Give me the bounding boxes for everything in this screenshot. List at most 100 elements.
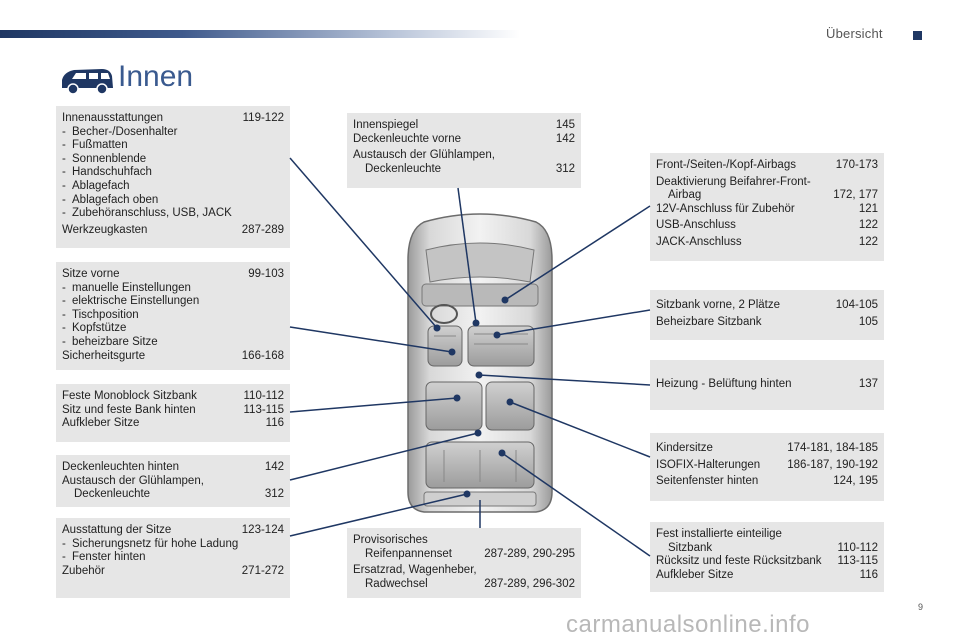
list-item: Fußmatten (72, 139, 128, 152)
list-item: Ablagefach oben (72, 193, 159, 206)
box-reifenpanne: Provisorisches Reifenpannenset 287-289, 2… (347, 528, 581, 598)
label: Deaktivierung Beifahrer-Front- (656, 175, 811, 188)
label: Airbag (668, 189, 702, 202)
label: Zubehör (62, 564, 105, 577)
label: Innenausstattungen (62, 112, 164, 124)
page-ref: 113-115 (837, 555, 879, 568)
box-deckenleuchten-hinten: Deckenleuchten hinten 142 Austausch der G… (56, 455, 290, 507)
label: Aufkleber Sitze (62, 417, 140, 430)
label: Austausch der Glühlampen, (62, 474, 204, 487)
label: Sicherheitsgurte (62, 349, 146, 362)
box-fest-sitzbank: Fest installierte einteilige Sitzbank 110… (650, 522, 884, 592)
list-item: Sonnenblende (72, 152, 147, 165)
box-kindersitze: Kindersitze 174-181, 184-185 ISOFIX-Halte… (650, 433, 884, 501)
page-number: 9 (918, 602, 924, 612)
page-ref: 110-112 (243, 390, 285, 402)
label: 12V-Anschluss für Zubehör (656, 202, 795, 215)
box-airbags: Front-/Seiten-/Kopf-Airbags 170-173 Deakt… (650, 153, 884, 261)
label: Beheizbare Sitzbank (656, 315, 762, 328)
page-ref: 105 (858, 315, 878, 328)
page-ref: 174-181, 184-185 (787, 442, 878, 454)
label: USB-Anschluss (656, 219, 736, 232)
box-heizung: Heizung - Belüftung hinten 137 (650, 360, 884, 410)
box-monoblock: Feste Monoblock Sitzbank 110-112 Sitz und… (56, 384, 290, 442)
front-seat-driver (427, 325, 463, 367)
label: Austausch der Glühlampen, (353, 149, 495, 162)
label: Innenspiegel (353, 119, 419, 131)
list-item: Sicherungsnetz für hohe Ladung (72, 537, 239, 550)
label: Sitzbank vorne, 2 Plätze (656, 299, 781, 311)
label: Deckenleuchte vorne (353, 132, 462, 145)
header-bar (0, 30, 520, 38)
label: Fest installierte einteilige (656, 528, 782, 540)
van-interior-diagram (407, 213, 553, 513)
page-ref: 172, 177 (833, 189, 878, 202)
page-ref: 142 (264, 461, 284, 473)
list-item: Kopfstütze (72, 322, 127, 335)
page-ref: 170-173 (835, 159, 878, 171)
page-ref: 312 (555, 162, 575, 175)
header-title: Übersicht (826, 26, 883, 41)
header-square-mark (913, 31, 922, 40)
list-item: Ablagefach (72, 179, 130, 192)
list-item: manuelle Einstellungen (72, 281, 191, 294)
label: Deckenleuchte (74, 488, 151, 501)
label: Deckenleuchte (365, 162, 442, 175)
label: Sitze vorne (62, 268, 120, 280)
page-ref: 110-112 (837, 541, 879, 554)
label: Feste Monoblock Sitzbank (62, 390, 197, 402)
box-innenspiegel: Innenspiegel 145 Deckenleuchte vorne 142 A… (347, 113, 581, 188)
page-ref: 186-187, 190-192 (787, 458, 878, 471)
page-ref: 116 (265, 417, 284, 430)
box-sitzbank-vorne: Sitzbank vorne, 2 Plätze 104-105 Beheizba… (650, 290, 884, 340)
label: ISOFIX-Halterungen (656, 458, 761, 471)
page-ref: 121 (858, 202, 878, 215)
page-ref: 99-103 (248, 268, 284, 280)
label: Heizung - Belüftung hinten (656, 378, 792, 390)
label: Radwechsel (365, 577, 428, 590)
page-ref: 116 (859, 568, 878, 581)
label: Sitzbank (668, 541, 713, 554)
label: JACK-Anschluss (656, 235, 742, 248)
page-ref: 123-124 (241, 524, 284, 536)
label: Ersatzrad, Wagenheber, (353, 564, 477, 577)
page-ref: 122 (858, 235, 878, 248)
page-ref: 124, 195 (833, 475, 878, 488)
label: Reifenpannenset (365, 547, 452, 560)
page-ref: 142 (555, 132, 575, 145)
page-ref: 145 (555, 119, 575, 131)
page-heading: Innen (118, 60, 194, 93)
trunk (423, 491, 537, 507)
page-ref: 287-289, 290-295 (484, 547, 575, 560)
label: Rücksitz und feste Rücksitzbank (656, 555, 822, 568)
list-item: Handschuhfach (72, 166, 152, 179)
middle-seat-right (485, 381, 535, 431)
label: Front-/Seiten-/Kopf-Airbags (656, 159, 796, 171)
list-item: Zubehöranschluss, USB, JACK (72, 207, 232, 220)
label: Sitz und feste Bank hinten (62, 403, 196, 416)
label: Kindersitze (656, 442, 713, 454)
list-item: Tischposition (72, 308, 139, 321)
page-ref: 113-115 (243, 403, 285, 416)
label: Provisorisches (353, 534, 428, 546)
list-item: Fenster hinten (72, 551, 146, 564)
label: Deckenleuchten hinten (62, 461, 179, 473)
page-ref: 122 (858, 219, 878, 232)
page-ref: 119-122 (242, 112, 284, 124)
dashboard (421, 283, 539, 307)
page-ref: 287-289, 296-302 (484, 577, 575, 590)
list-item: beheizbare Sitze (72, 335, 158, 348)
middle-seat-left (425, 381, 483, 431)
page-ref: 137 (858, 378, 878, 390)
windshield (425, 242, 535, 283)
label: Ausstattung der Sitze (62, 524, 172, 536)
list-item: Becher-/Dosenhalter (72, 125, 178, 138)
watermark: carmanualsonline.info (566, 611, 810, 638)
label: Seitenfenster hinten (656, 475, 759, 488)
list-item: elektrische Einstellungen (72, 295, 200, 308)
label: Aufkleber Sitze (656, 568, 734, 581)
page-ref: 104-105 (835, 299, 878, 311)
